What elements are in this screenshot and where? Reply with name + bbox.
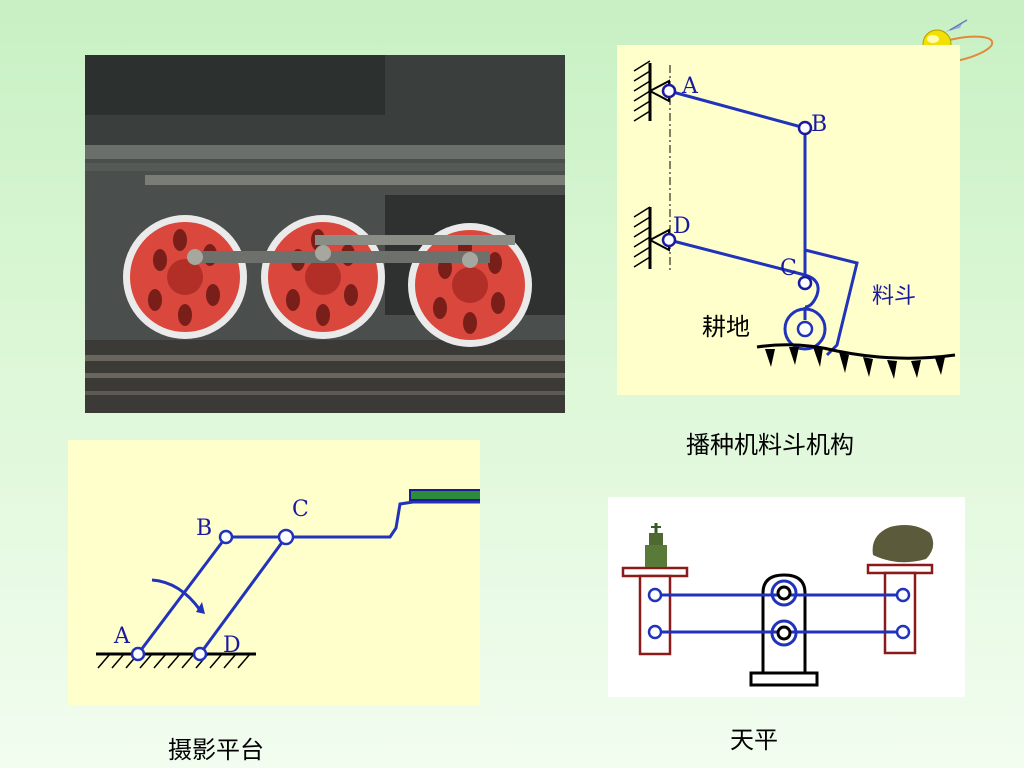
joint-label-c: C — [292, 497, 309, 522]
locomotive-photo — [85, 55, 565, 413]
balance-scale-diagram — [608, 497, 965, 697]
camera-platform-diagram: A D B C — [68, 440, 488, 705]
camera-platform — [409, 489, 483, 501]
joint-label-a: A — [113, 624, 131, 649]
joint-label-d: D — [673, 214, 691, 239]
rock-icon — [872, 525, 934, 563]
joint-label-d: D — [223, 633, 241, 658]
coupling-rod — [190, 251, 490, 263]
pivot-joint — [130, 528, 295, 662]
joint-label-a: A — [681, 74, 699, 99]
weight-icon — [645, 523, 667, 567]
joint-label-b: B — [811, 112, 827, 137]
joint-label-b: B — [196, 516, 212, 541]
joint-label-c: C — [780, 256, 797, 281]
pivot-joint — [647, 587, 911, 640]
seed-hopper-diagram: A B D C 料斗 耕地 — [617, 45, 960, 395]
pivot-joint — [661, 83, 813, 291]
ground-label: 耕地 — [702, 313, 750, 341]
camera-platform-caption: 摄影平台 — [168, 736, 264, 764]
seed-hopper-caption: 播种机料斗机构 — [686, 431, 854, 459]
hopper-label: 料斗 — [872, 284, 916, 309]
balance-scale-caption: 天平 — [730, 726, 778, 754]
